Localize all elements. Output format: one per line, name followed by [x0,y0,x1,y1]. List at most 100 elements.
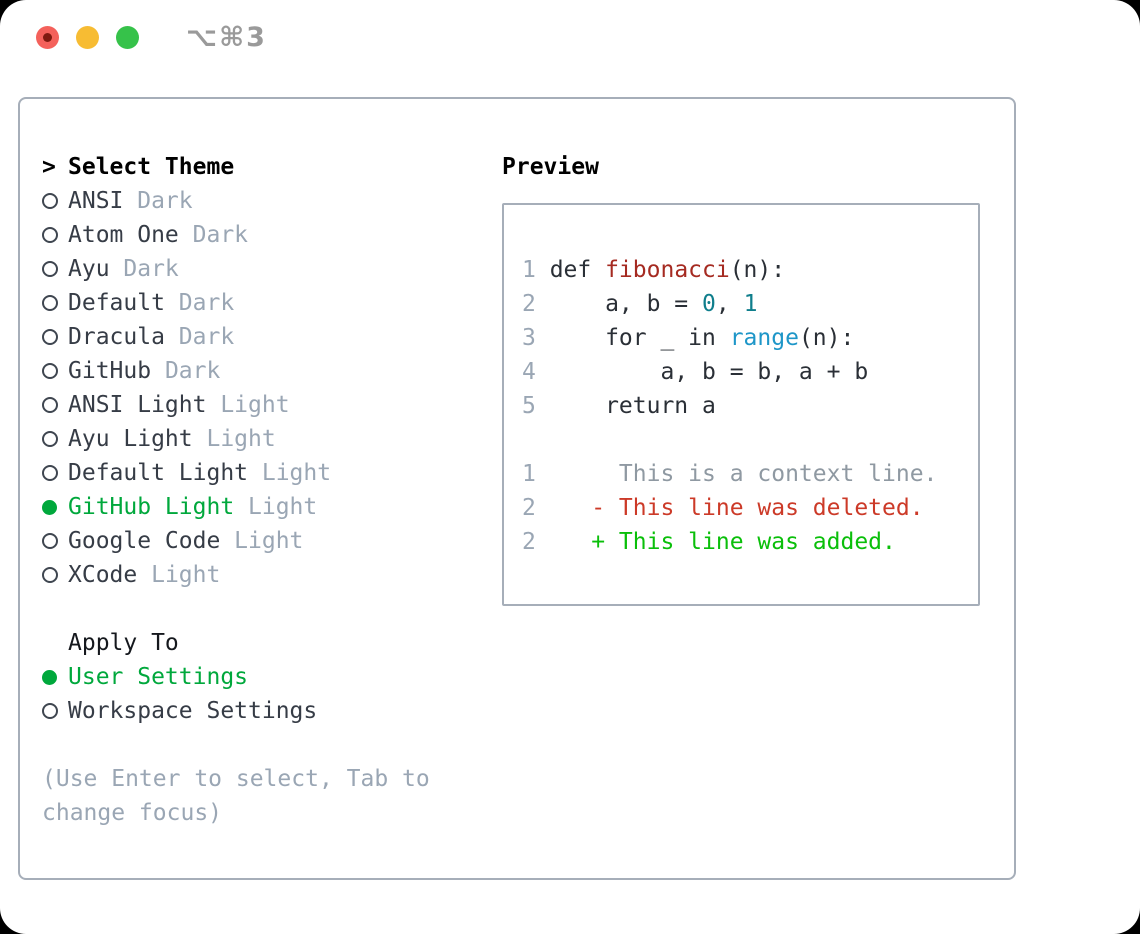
radio-ring [42,567,58,583]
radio-ring [42,329,58,345]
token-builtin: range [729,325,799,351]
radio-icon [42,431,68,447]
theme-name: ANSI Light [68,392,207,418]
theme-variant: Light [220,392,290,418]
keyboard-hint: (Use Enter to select, Tab to change focu… [42,766,430,826]
radio-icon [42,227,68,243]
preview-gap [522,423,960,457]
theme-name: Default Light [68,460,249,486]
line-number: 2 [522,529,536,555]
code-line: 5 return a [522,389,960,423]
theme-name: Default [68,290,165,316]
radio-icon [42,363,68,379]
cursor-prompt-icon: > [42,154,56,180]
selected-dot [42,669,57,685]
radio-ring [42,397,58,413]
zoom-button-icon[interactable] [116,25,139,49]
theme-name: Ayu Light [68,426,193,452]
section-gap [42,728,492,762]
line-content: a, b = 0, 1 [549,291,758,317]
line-number: 5 [522,393,536,419]
theme-variant: Light [206,426,276,452]
select-theme-header-row: > Select Theme [42,150,492,184]
theme-variant: Dark [123,256,179,282]
theme-option-dracula[interactable]: Dracula Dark [42,320,492,354]
theme-variant: Dark [164,358,221,384]
apply-option-workspace-settings[interactable]: Workspace Settings [42,694,492,728]
radio-icon [42,703,68,719]
theme-option-ansi-light[interactable]: ANSI Light Light [42,388,492,422]
line-content: + This line was added. [550,529,896,555]
theme-variant: Light [261,460,332,486]
line-number: 2 [522,291,536,317]
token-code: (n): [798,325,855,351]
theme-name: XCode [68,562,138,588]
token-code: a, b = b, a + b [549,359,869,385]
theme-variant: Dark [178,324,235,350]
line-content: def fibonacci(n): [550,257,785,283]
radio-ring [42,193,58,209]
token-code: (n): [729,257,786,283]
diff-line: 2 - This line was deleted. [522,491,960,525]
radio-icon [42,397,68,413]
line-number: 4 [522,359,536,385]
theme-option-ayu-light[interactable]: Ayu Light Light [42,422,492,456]
line-number: 1 [522,461,536,487]
token-code: return a [549,393,716,419]
select-theme-heading: Select Theme [68,154,235,180]
radio-ring [42,363,58,379]
section-gap [42,592,492,626]
radio-icon [42,465,68,481]
code-line: 4 a, b = b, a + b [522,355,960,389]
theme-variant: Light [151,562,221,588]
apply-option-label: Workspace Settings [68,698,318,724]
line-number: 2 [522,495,536,521]
apply-option-label: User Settings [68,664,249,690]
theme-name: GitHub [68,358,152,384]
radio-ring [42,295,58,311]
diff-line: 1 This is a context line. [522,457,960,491]
theme-option-github[interactable]: GitHub Dark [42,354,492,388]
token-code: def [549,257,606,283]
radio-icon [42,329,68,345]
diff-line: 2 + This line was added. [522,525,960,559]
token-num: 1 [743,291,758,317]
apply-option-user-settings[interactable]: User Settings [42,660,492,694]
theme-variant: Dark [137,188,193,214]
minimize-button-icon[interactable] [76,25,99,49]
token-context: This is a context line. [549,461,938,487]
theme-option-default-light[interactable]: Default Light Light [42,456,492,490]
selected-dot [42,499,57,515]
token-code: , [715,291,744,317]
code-line: 3 for _ in range(n): [522,321,960,355]
radio-icon [42,295,68,311]
close-button-icon[interactable] [36,25,59,49]
theme-name: Dracula [68,324,165,350]
theme-name: Ayu [68,256,110,282]
radio-ring [42,533,58,549]
diff-preview: 1 This is a context line.2 - This line w… [522,457,960,559]
line-content: return a [550,393,716,419]
line-number: 3 [522,325,536,351]
theme-option-xcode[interactable]: XCode Light [42,558,492,592]
radio-ring [42,465,58,481]
line-content: for _ in range(n): [550,325,855,351]
line-content: - This line was deleted. [550,495,923,521]
radio-selected-icon [42,499,68,515]
token-code: a, b = [549,291,703,317]
radio-icon [42,261,68,277]
radio-icon [42,567,68,583]
theme-option-ayu[interactable]: Ayu Dark [42,252,492,286]
